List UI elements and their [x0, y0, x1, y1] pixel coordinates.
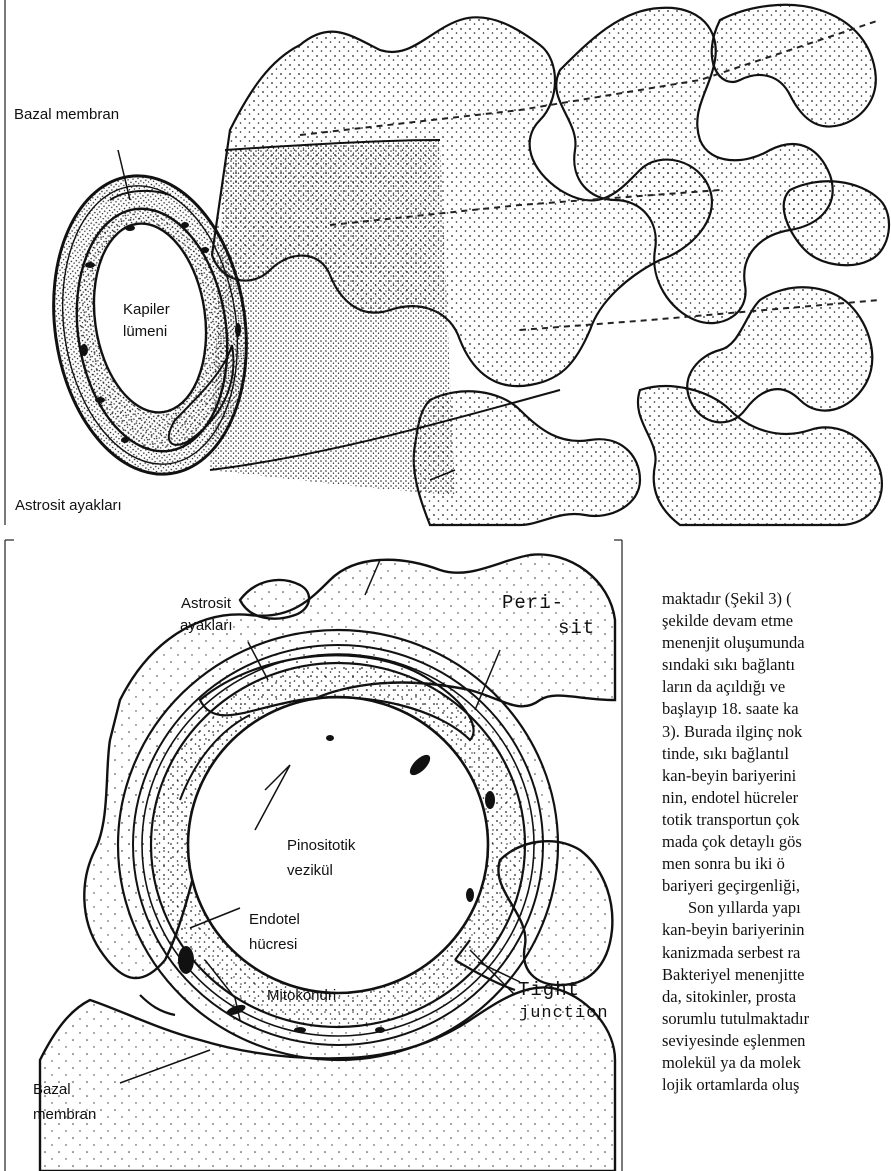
text-line: Son yıllarda yapı — [662, 897, 891, 919]
text-line: şekilde devam etme — [662, 610, 891, 632]
text-line: 3). Burada ilginç nok — [662, 721, 891, 743]
text-line: totik transportun çok — [662, 809, 891, 831]
text-line: molekül ya da molek — [662, 1052, 891, 1074]
text-line: maktadır (Şekil 3) ( — [662, 588, 891, 610]
text-line: kan-beyin bariyerinin — [662, 919, 891, 941]
label-astrosit-2: ayakları — [180, 616, 233, 636]
text-line: ların da açıldığı ve — [662, 676, 891, 698]
label-bazal-2: membran — [33, 1105, 96, 1125]
label-tight-2: junction — [519, 1004, 609, 1024]
label-endotel-1: Endotel — [249, 910, 300, 930]
text-line: lojik ortamlarda oluş — [662, 1074, 891, 1096]
label-bazal-membran-top: Bazal membran — [14, 105, 119, 125]
label-pinositotik-1: Pinositotik — [287, 836, 355, 856]
text-line: sındaki sıkı bağlantı — [662, 654, 891, 676]
text-line: seviyesinde eşlenmen — [662, 1030, 891, 1052]
text-line: mada çok detaylı gös — [662, 831, 891, 853]
capillary-tube-shading — [210, 140, 455, 495]
text-line: kan-beyin bariyerini — [662, 765, 891, 787]
label-perisit-1: Peri- — [502, 593, 564, 613]
label-tight-1: Tight — [518, 980, 580, 1000]
text-line: da, sitokinler, prosta — [662, 986, 891, 1008]
label-kapiller-lumeni-1: Kapiler — [123, 300, 170, 320]
text-line: menenjit oluşumunda — [662, 632, 891, 654]
text-line: tinde, sıkı bağlantıl — [662, 743, 891, 765]
label-perisit-2: sit — [558, 618, 595, 638]
top-figure — [5, 0, 889, 525]
body-text-column: maktadır (Şekil 3) ( şekilde devam etme … — [662, 588, 891, 1171]
label-bazal-1: Bazal — [33, 1080, 71, 1100]
label-pinositotik-2: vezikül — [287, 861, 333, 881]
text-line: nin, endotel hücreler — [662, 787, 891, 809]
label-endotel-2: hücresi — [249, 935, 297, 955]
text-line: men sonra bu iki ö — [662, 853, 891, 875]
label-kapiller-lumeni-2: lümeni — [123, 322, 167, 342]
text-line: sorumlu tutulmaktadır — [662, 1008, 891, 1030]
text-line: başlayıp 18. saate ka — [662, 698, 891, 720]
label-astrosit-ayaklari-top: Astrosit ayakları — [15, 496, 122, 516]
label-astrosit-1: Astrosit — [181, 594, 231, 614]
text-line: kanizmada serbest ra — [662, 942, 891, 964]
text-line: bariyeri geçirgenliği, — [662, 875, 891, 897]
text-line: Bakteriyel menenjitte — [662, 964, 891, 986]
label-mitokondri: Mitokondri — [267, 986, 336, 1006]
